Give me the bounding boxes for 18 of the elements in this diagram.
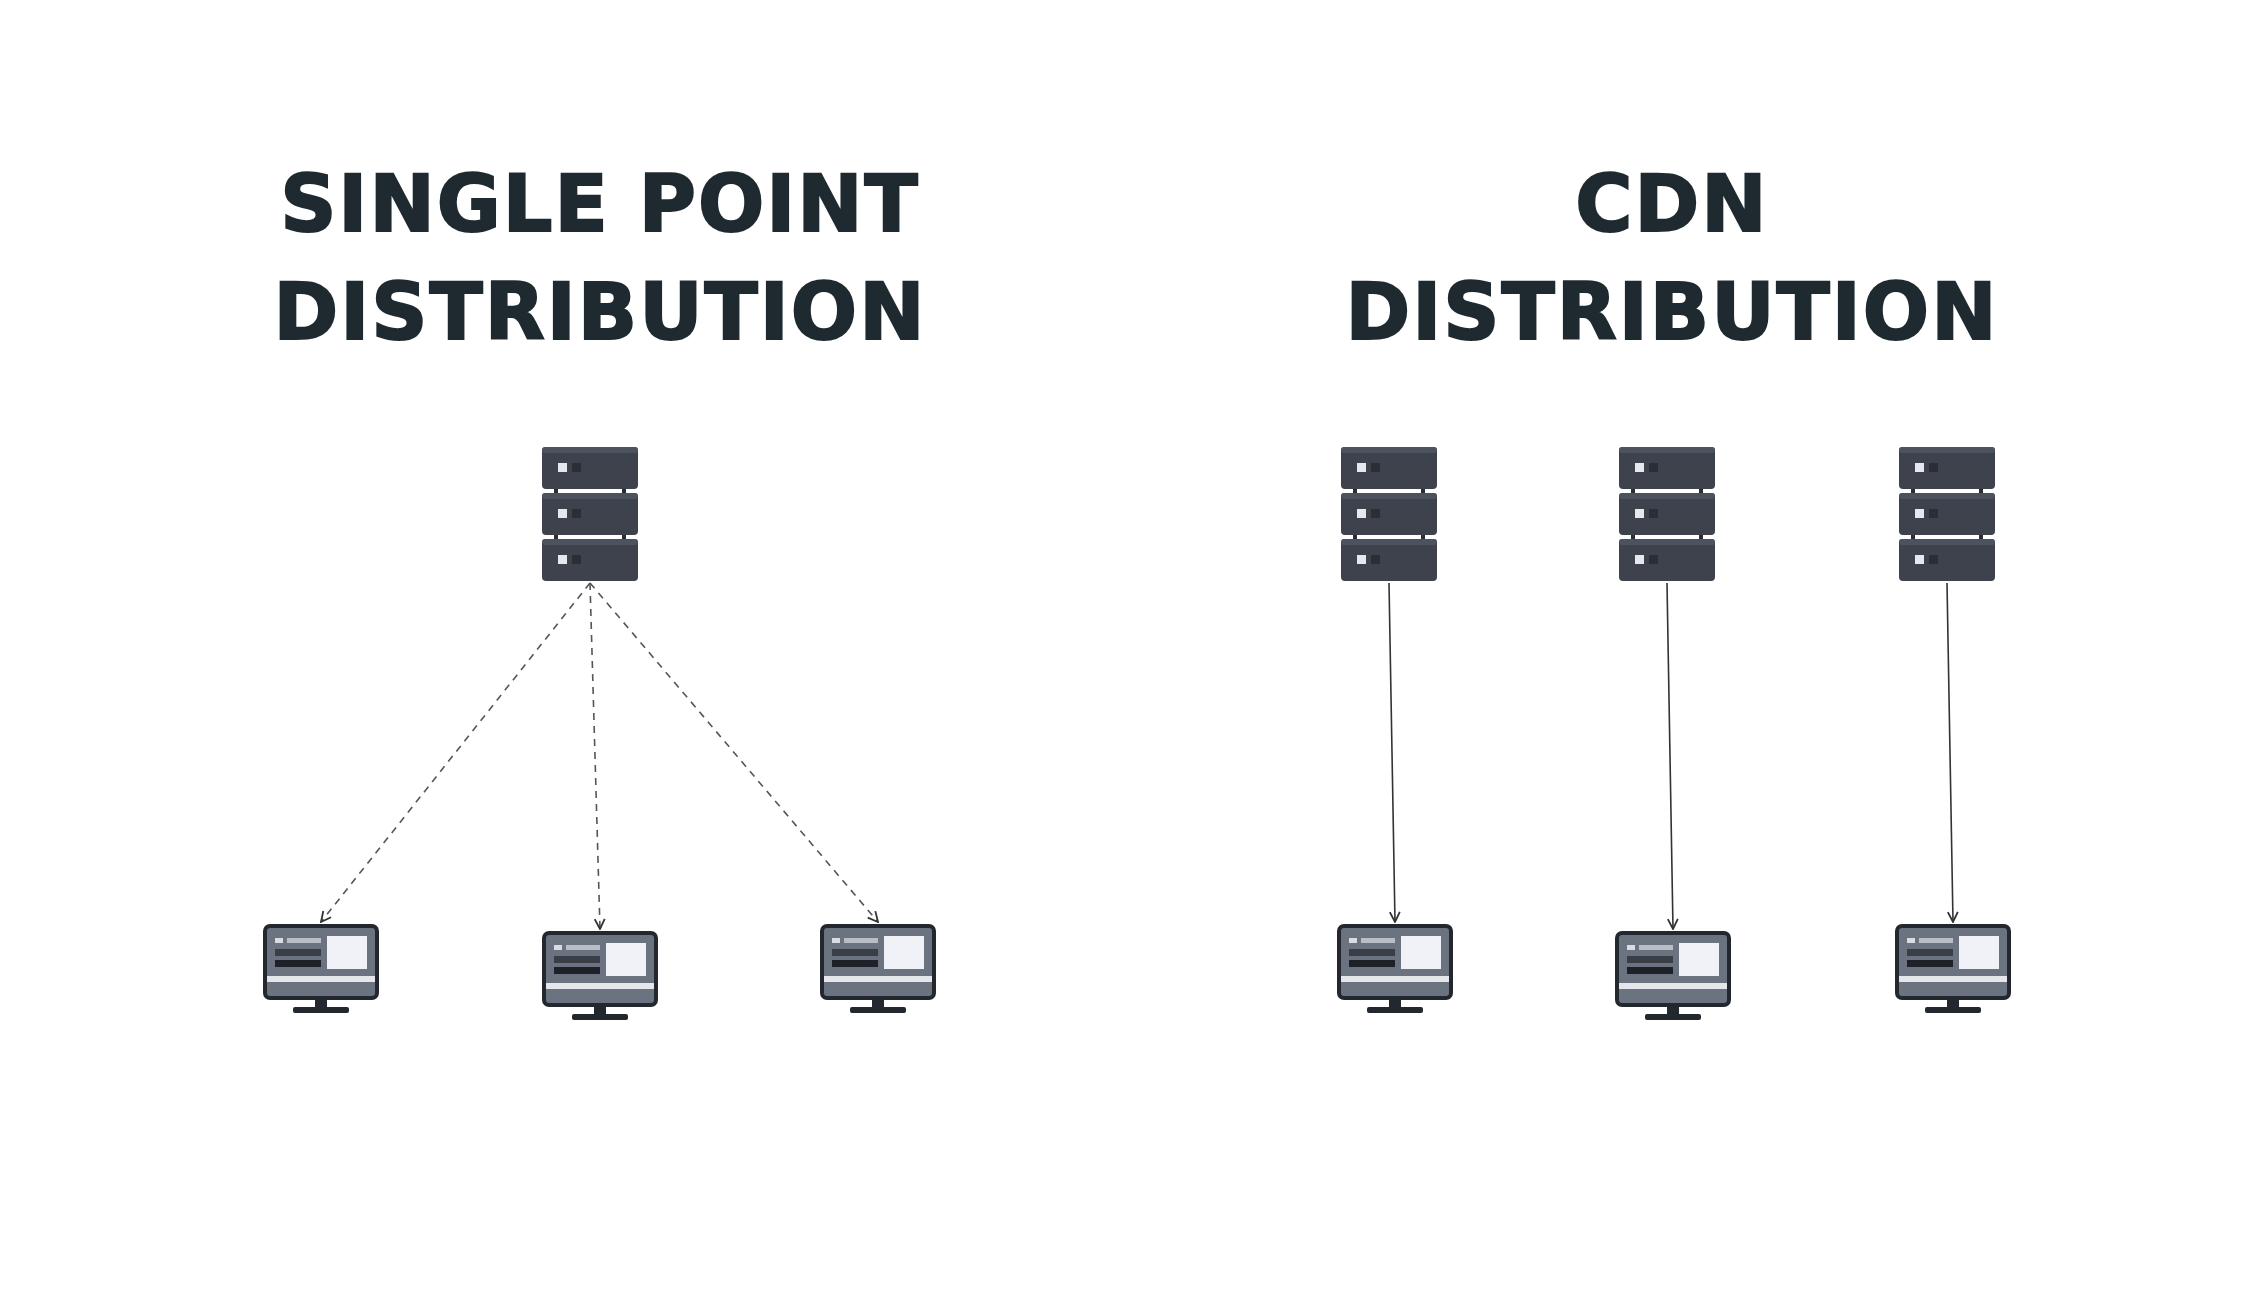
server-rack-icon [542,447,638,581]
monitor-icon [263,924,379,1014]
arrow [589,582,606,930]
arrow [1666,582,1679,930]
arrow [320,582,591,923]
server-rack-icon [1619,447,1715,581]
monitor-icon [1895,924,2011,1014]
monitor-icon [542,931,658,1021]
arrow [1388,582,1401,923]
monitor-icon [820,924,936,1014]
monitor-icon [1337,924,1453,1014]
section-heading: SINGLE POINT DISTRIBUTION [272,158,928,359]
server-rack-icon [1899,447,1995,581]
monitor-icon [1615,931,1731,1021]
arrow [1946,582,1959,923]
server-rack-icon [1341,447,1437,581]
section-heading: CDN DISTRIBUTION [1344,158,2000,359]
arrow [589,582,879,923]
